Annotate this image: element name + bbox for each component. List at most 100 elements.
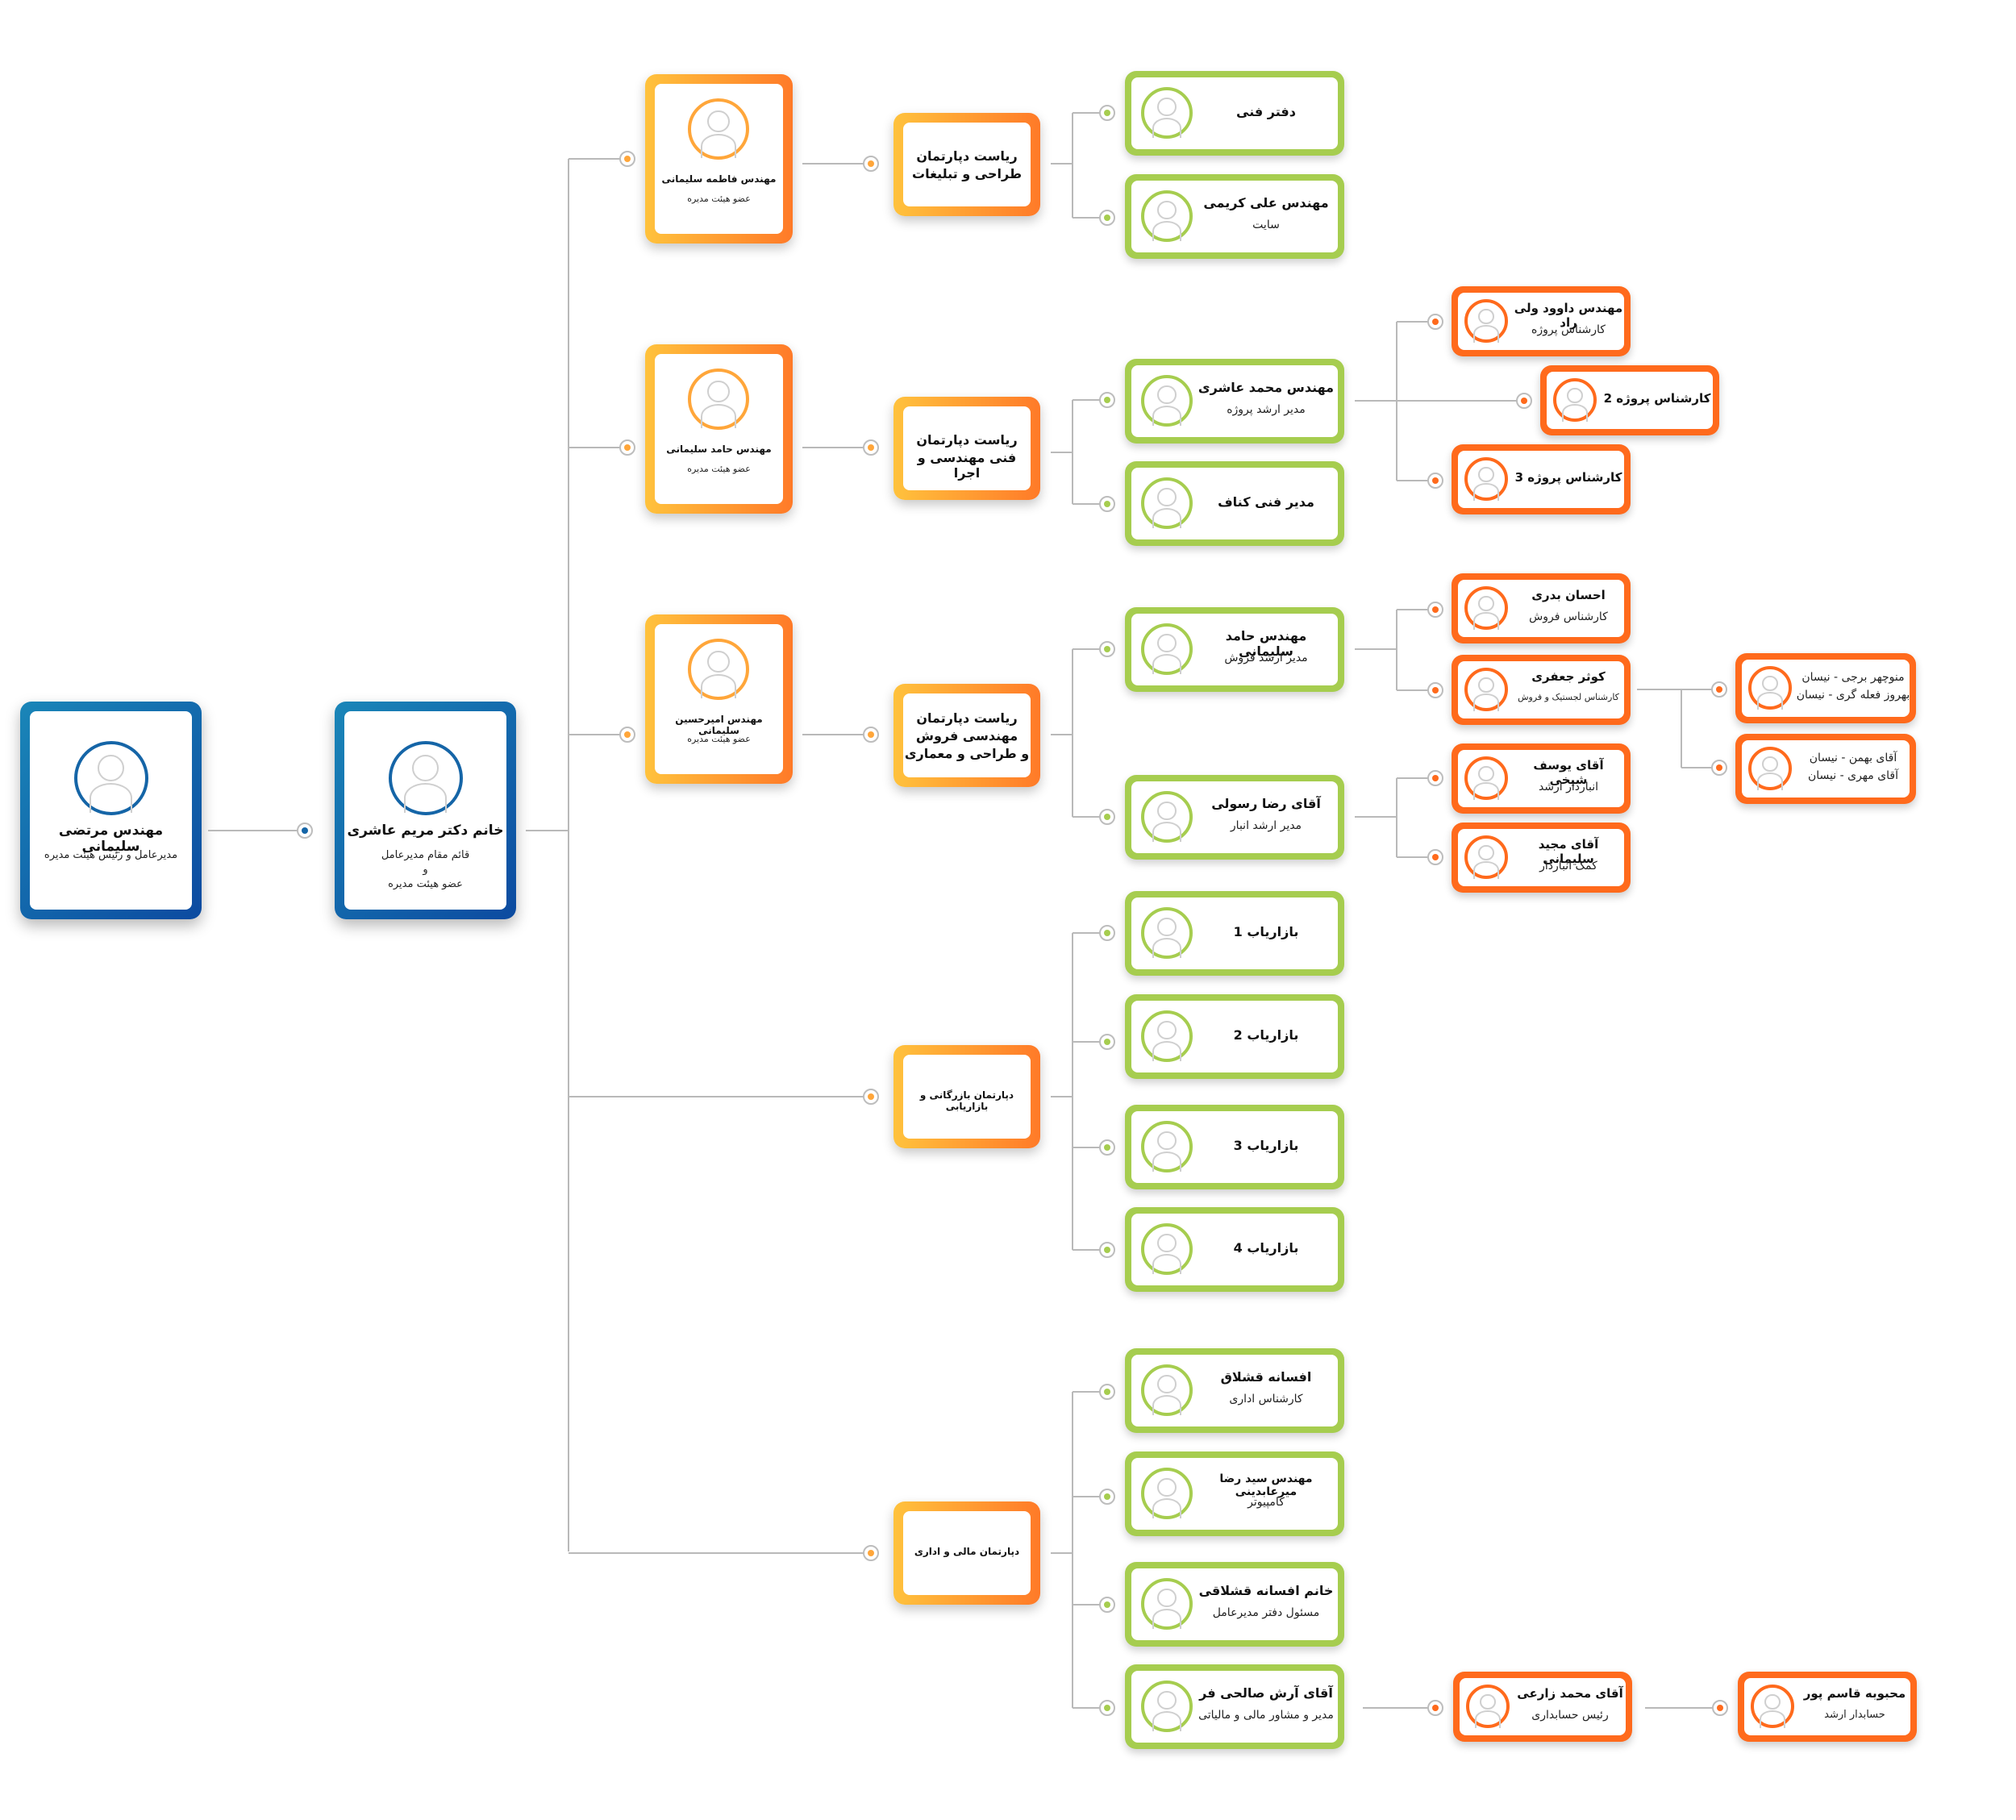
connector-node-icon — [1099, 925, 1115, 941]
connector-line — [1073, 112, 1107, 114]
department-card[interactable]: دپارتمان بازرگانی و بازاریابی — [893, 1045, 1040, 1148]
connector-line — [1645, 1707, 1720, 1709]
person-name: دفتر فنی — [1236, 104, 1296, 119]
avatar-head-icon — [1478, 765, 1494, 781]
person-title: انباردار ارشد — [1538, 781, 1599, 793]
user-avatar-icon — [688, 369, 749, 430]
person-name: آقای مجید سلیمانی — [1538, 837, 1599, 866]
person-title: عضو هیئت مدیره — [687, 464, 751, 474]
specialist-card[interactable]: کارشناس پروژه 3 — [1452, 444, 1631, 514]
person-title: مدیر ارشد فروش — [1224, 652, 1308, 664]
connector-line — [1072, 933, 1073, 1250]
person-name: خانم افسانه قشلاقی — [1198, 1583, 1334, 1598]
department-card[interactable]: دپارتمان مالی و اداری — [893, 1501, 1040, 1605]
avatar-head-icon — [1157, 1020, 1177, 1039]
person-name: مهندس داوود ولی راد — [1514, 301, 1623, 330]
department-title: طراحی و تبلیغات — [911, 166, 1023, 181]
staff-card[interactable]: بازاریاب 3 — [1125, 1105, 1344, 1189]
avatar-head-icon — [1764, 1693, 1781, 1710]
user-avatar-icon — [1141, 375, 1193, 427]
avatar-body-icon — [1152, 653, 1182, 675]
department-title: ریاست دپارتمان — [916, 432, 1018, 448]
connector-node-icon — [619, 151, 635, 167]
avatar-body-icon — [1152, 405, 1182, 427]
staff-card[interactable]: دفتر فنی — [1125, 71, 1344, 156]
person-title: و — [423, 864, 428, 876]
avatar-head-icon — [707, 380, 730, 402]
user-avatar-icon — [1466, 1685, 1510, 1728]
avatar-body-icon — [1152, 220, 1182, 242]
person-title: رئیس حسابداری — [1531, 1709, 1609, 1722]
staff-card[interactable]: بازاریاب 4 — [1125, 1207, 1344, 1292]
connector-line — [1355, 648, 1397, 650]
avatar-head-icon — [1478, 595, 1494, 611]
connector-line — [1073, 217, 1107, 219]
card-body — [903, 1511, 1031, 1595]
connector-line — [1051, 163, 1073, 165]
staff-card[interactable]: مدیر فنی کناف — [1125, 461, 1344, 546]
person-title: مسئول دفتر مدیرعامل — [1212, 1606, 1320, 1619]
avatar-body-icon — [1152, 1040, 1182, 1062]
person-name: مهندس علی کریمی — [1203, 195, 1329, 210]
avatar-head-icon — [1157, 1588, 1177, 1607]
person-name: بهروز فعله گری - نیسان — [1796, 689, 1910, 702]
specialist-card[interactable]: کارشناس پروژه 2 — [1540, 365, 1719, 435]
connector-node-icon — [1711, 681, 1727, 698]
connector-line — [1073, 1496, 1107, 1497]
department-title: مهندسی فروش — [915, 728, 1018, 743]
connector-line — [1355, 400, 1524, 402]
staff-card[interactable]: خانم افسانه قشلاقی مسئول دفتر مدیرعامل — [1125, 1562, 1344, 1647]
avatar-body-icon — [701, 403, 736, 429]
avatar-head-icon — [1157, 917, 1177, 936]
connector-line — [569, 1552, 871, 1554]
connector-line — [208, 830, 305, 831]
connector-line — [1397, 609, 1435, 610]
connector-node-icon — [1427, 770, 1443, 786]
connector-line — [1051, 734, 1073, 735]
person-title: مدیرعامل و رئیس هیئت مدیره — [44, 849, 178, 861]
avatar-body-icon — [1757, 773, 1783, 790]
user-avatar-icon — [1464, 457, 1508, 501]
connector-node-icon — [1099, 210, 1115, 226]
avatar-body-icon — [1152, 1608, 1182, 1630]
staff-card[interactable]: بازاریاب 2 — [1125, 994, 1344, 1079]
department-title: دپارتمان مالی و اداری — [914, 1546, 1020, 1557]
user-avatar-icon — [688, 98, 749, 160]
person-name: آقای بهمن - نیسان — [1809, 752, 1897, 764]
connector-node-icon — [863, 439, 879, 456]
staff-card[interactable]: بازاریاب 1 — [1125, 891, 1344, 976]
connector-node-icon — [863, 727, 879, 743]
connector-line — [569, 734, 627, 735]
connector-node-icon — [863, 1545, 879, 1561]
connector-line — [1073, 399, 1107, 401]
connector-line — [1637, 689, 1719, 690]
connector-node-icon — [1099, 1242, 1115, 1258]
user-avatar-icon — [1141, 1121, 1193, 1172]
connector-node-icon — [1099, 641, 1115, 657]
connector-node-icon — [619, 439, 635, 456]
